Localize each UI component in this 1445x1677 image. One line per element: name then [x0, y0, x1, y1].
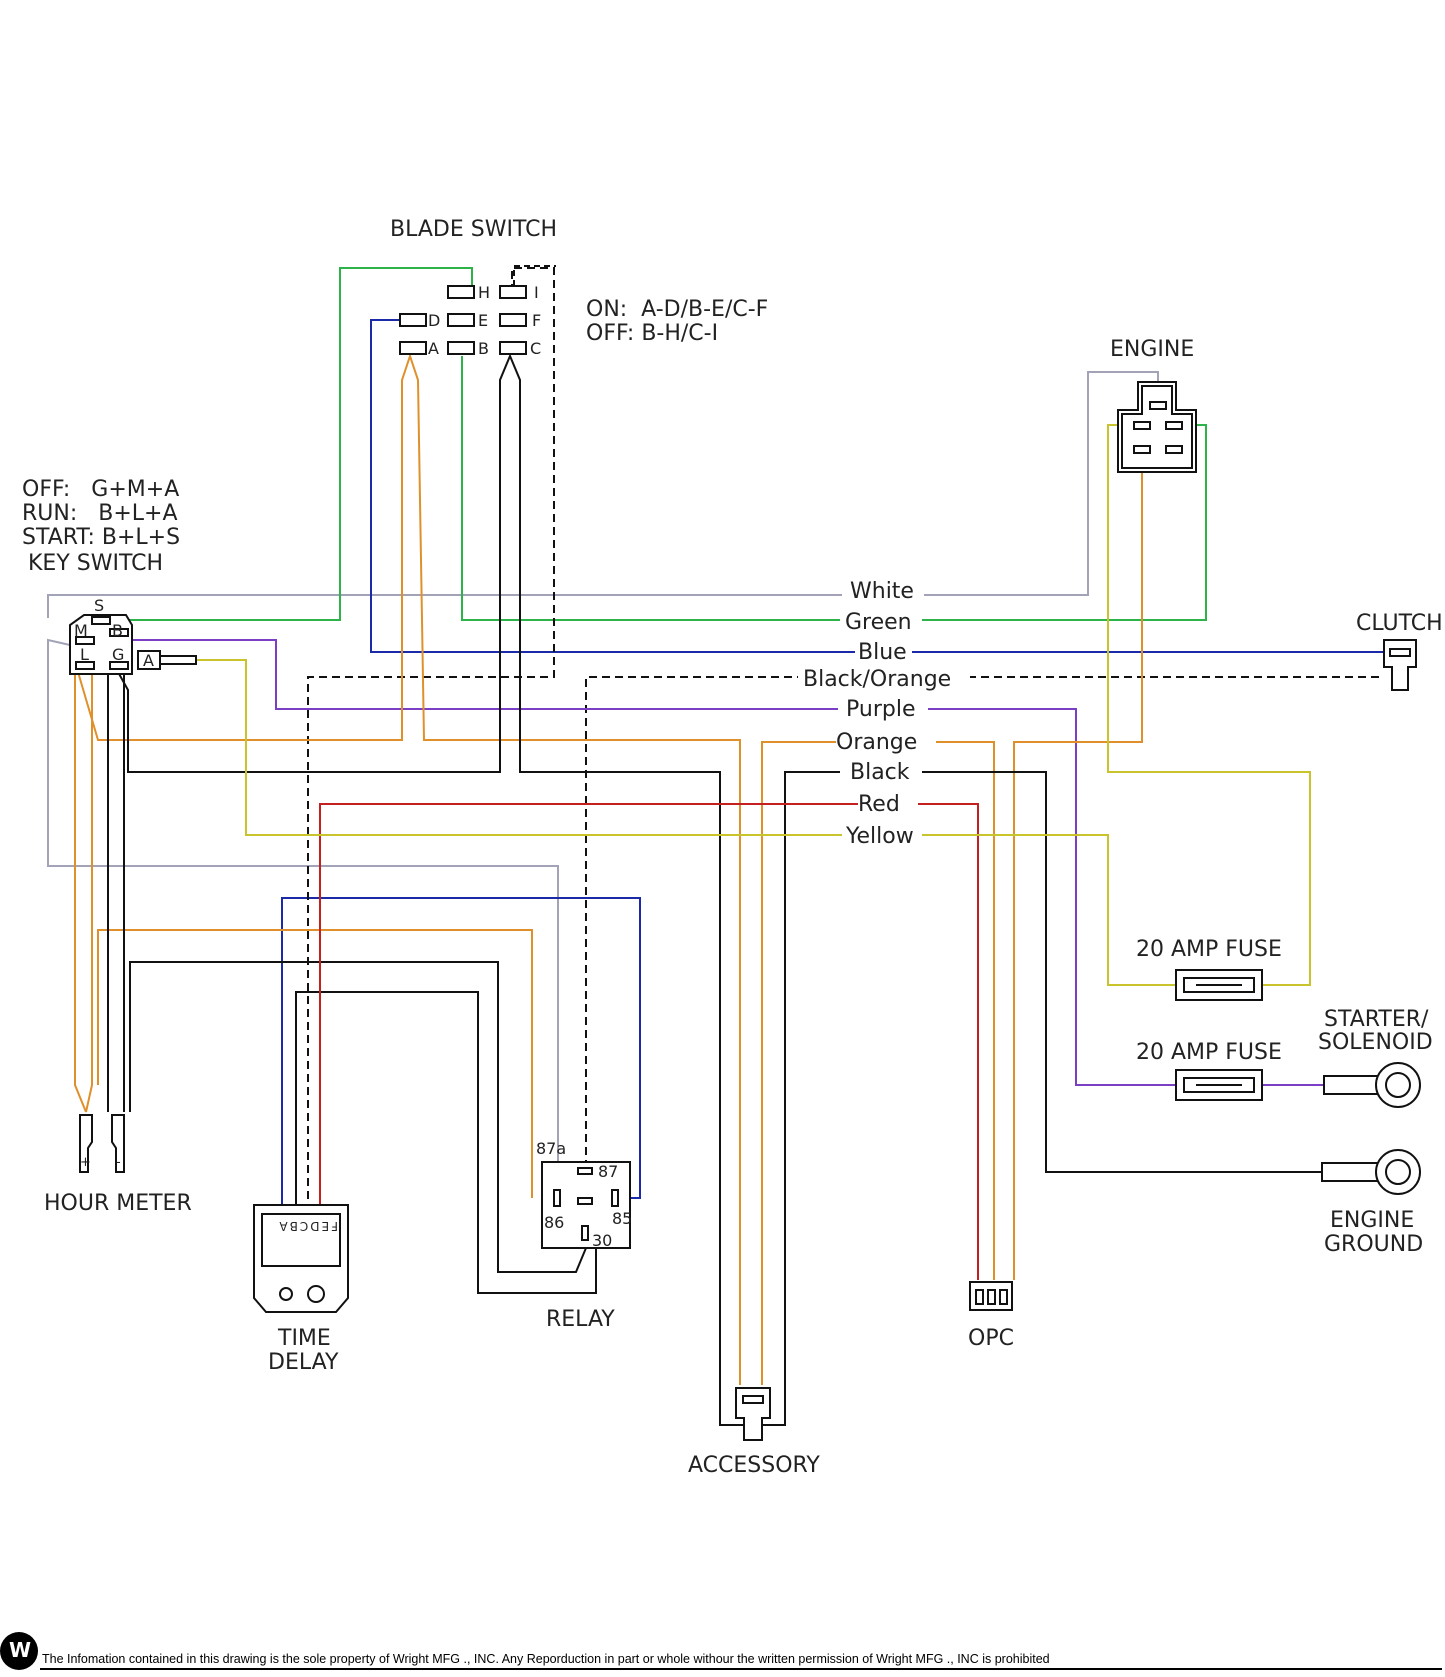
- engine-ground: ENGINE GROUND: [1321, 1149, 1423, 1257]
- hour-meter: + - HOUR METER: [44, 1114, 192, 1216]
- key-pin-a: A: [143, 651, 154, 670]
- engine-ground-title-line2: GROUND: [1324, 1232, 1423, 1257]
- accessory-title: ACCESSORY: [688, 1453, 820, 1478]
- fuse-1-title: 20 AMP FUSE: [1136, 937, 1282, 962]
- relay-pin-85: 85: [612, 1209, 632, 1228]
- blade-pin-f: F: [532, 311, 541, 330]
- time-delay-title-line1: TIME: [277, 1326, 331, 1351]
- blade-switch-on-state: ON: A-D/B-E/C-F: [586, 297, 768, 322]
- blade-pin-h: H: [478, 283, 490, 302]
- time-delay-pins: FEDCBA: [277, 1219, 338, 1233]
- time-delay: FEDCBA TIME DELAY: [253, 1204, 349, 1375]
- wire-white: [47, 371, 1159, 1196]
- wire-blue: [281, 319, 1392, 1205]
- blade-switch-title: BLADE SWITCH: [390, 217, 557, 242]
- wire-label-blue: Blue: [858, 640, 907, 665]
- blade-pin-b: B: [478, 339, 489, 358]
- wire-label-yellow: Yellow: [845, 824, 914, 849]
- key-switch: OFF: G+M+A RUN: B+L+A START: B+L+S KEY S…: [22, 477, 197, 675]
- relay-pin-87a: 87a: [536, 1139, 566, 1158]
- relay-pin-86: 86: [544, 1213, 564, 1232]
- starter-solenoid: STARTER/ SOLENOID: [1318, 1007, 1433, 1108]
- wire-red: [319, 803, 979, 1280]
- key-switch-state-off: OFF: G+M+A: [22, 477, 179, 502]
- wire-label-purple: Purple: [846, 697, 915, 722]
- wright-logo: W: [0, 1632, 38, 1670]
- wire-label-red: Red: [858, 792, 900, 817]
- relay-pin-87: 87: [598, 1162, 618, 1181]
- relay-title: RELAY: [546, 1307, 615, 1332]
- wire-label-green: Green: [845, 610, 912, 635]
- blade-pin-i: I: [534, 283, 539, 302]
- blade-switch: BLADE SWITCH H I D E F A B C ON: A-D/B-E…: [390, 217, 768, 358]
- blade-switch-off-state: OFF: B-H/C-I: [586, 321, 718, 346]
- wire-orange: [74, 352, 1143, 1385]
- wire-label-black: Black: [850, 760, 910, 785]
- wire-label-black-orange: Black/Orange: [803, 667, 951, 692]
- engine-ground-title-line1: ENGINE: [1330, 1208, 1414, 1233]
- blade-pin-a: A: [428, 339, 439, 358]
- key-pin-b: B: [112, 621, 123, 640]
- blade-pin-d: D: [428, 311, 440, 330]
- blade-pin-c: C: [530, 339, 541, 358]
- footer-rule: [40, 1668, 1442, 1670]
- key-switch-state-start: START: B+L+S: [22, 525, 180, 550]
- accessory-connector: ACCESSORY: [688, 1387, 820, 1478]
- key-pin-g: G: [112, 645, 124, 664]
- fuse-1: 20 AMP FUSE: [1136, 937, 1282, 1001]
- wire-yellow: [196, 424, 1311, 986]
- starter-title-line2: SOLENOID: [1318, 1030, 1433, 1055]
- engine-connector: ENGINE: [1110, 337, 1197, 473]
- opc-connector: OPC: [968, 1281, 1014, 1351]
- relay-pin-30: 30: [592, 1231, 612, 1250]
- relay: 87a 87 86 85 30 RELAY: [536, 1139, 632, 1332]
- fuse-2-title: 20 AMP FUSE: [1136, 1040, 1282, 1065]
- hour-meter-minus: -: [116, 1155, 121, 1170]
- hour-meter-plus: +: [80, 1155, 91, 1170]
- hour-meter-title: HOUR METER: [44, 1191, 192, 1216]
- wire-labels: White Green Blue Black/Orange Purple Ora…: [798, 579, 970, 849]
- wire-label-white: White: [850, 579, 914, 604]
- wire-purple: [100, 639, 1324, 1086]
- time-delay-title-line2: DELAY: [268, 1350, 339, 1375]
- key-switch-state-run: RUN: B+L+A: [22, 501, 178, 526]
- wire-black: [107, 353, 1322, 1426]
- clutch-connector: CLUTCH: [1356, 611, 1443, 691]
- key-switch-title: KEY SWITCH: [28, 551, 163, 576]
- wires: [47, 267, 1392, 1426]
- key-pin-s: S: [94, 596, 104, 615]
- key-pin-l: L: [80, 645, 89, 664]
- starter-title-line1: STARTER/: [1324, 1007, 1429, 1032]
- fuse-2: 20 AMP FUSE: [1136, 1040, 1282, 1101]
- key-pin-m: M: [74, 621, 88, 640]
- blade-pin-e: E: [478, 311, 488, 330]
- clutch-title: CLUTCH: [1356, 611, 1443, 636]
- engine-title: ENGINE: [1110, 337, 1194, 362]
- footer-disclaimer: The Infomation contained in this drawing…: [42, 1652, 1050, 1666]
- wire-label-orange: Orange: [836, 730, 917, 755]
- opc-title: OPC: [968, 1326, 1014, 1351]
- wire-black-orange: [307, 267, 1382, 1205]
